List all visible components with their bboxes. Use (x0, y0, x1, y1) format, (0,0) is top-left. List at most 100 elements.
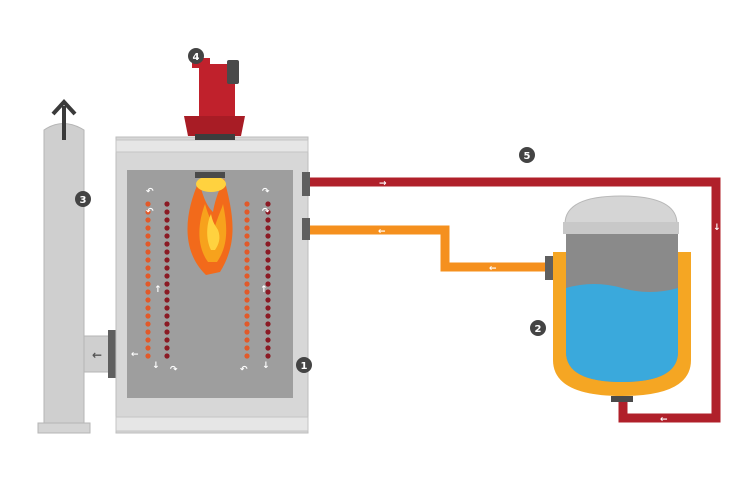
rotation-arrow-icon: ↶ (146, 207, 154, 217)
coil-dot (265, 209, 271, 215)
coil-dot (265, 273, 271, 279)
coil-dot (244, 337, 250, 343)
coil-dot (244, 201, 250, 207)
coil-dot (265, 225, 271, 231)
coil-dot (164, 249, 170, 255)
coil-dot (164, 281, 170, 287)
coil-dot (145, 321, 151, 327)
coil-dot (265, 345, 271, 351)
coil-dot (265, 337, 271, 343)
heater-flow-arrows: ↶ ↶ ↷ ↷ ↑ ↑ ← ↓ ↷ ↶ ↓ (131, 187, 270, 375)
coil-dot (244, 289, 250, 295)
coil-dot (244, 313, 250, 319)
coil-dot (164, 257, 170, 263)
coil-dot (265, 329, 271, 335)
exhaust-up-arrow-icon (51, 99, 77, 140)
coil-dot (145, 217, 151, 223)
oil-return-pipe: ← ← (310, 225, 553, 280)
coil-dot (265, 313, 271, 319)
badge-supply-pipe: 5 (519, 147, 535, 163)
coil-dot (164, 329, 170, 335)
coil-dot (145, 225, 151, 231)
flow-right-arrow-icon: → (379, 179, 387, 189)
coil-dot (145, 345, 151, 351)
coil-dot (265, 353, 271, 359)
flow-up-arrow-icon: ↑ (260, 285, 268, 295)
heater-cabinet (115, 136, 310, 434)
coil-dot (145, 337, 151, 343)
coil-dot (164, 265, 170, 271)
coil-dot (164, 233, 170, 239)
coil-dot (244, 305, 250, 311)
svg-text:4: 4 (193, 52, 200, 63)
coil-dot (145, 281, 151, 287)
coil-dot (145, 305, 151, 311)
flow-left-arrow-icon: ← (489, 264, 497, 274)
coil-dot (164, 201, 170, 207)
coil-dot (244, 281, 250, 287)
badge-heater: 1 (296, 357, 312, 373)
coil-dot (265, 233, 271, 239)
coil-dot (244, 233, 250, 239)
coil-dot (145, 249, 151, 255)
coil-dot (164, 313, 170, 319)
coil-dot (244, 241, 250, 247)
coil-dot (265, 217, 271, 223)
flow-down-arrow-icon: ↓ (152, 361, 160, 371)
coil-dot (244, 217, 250, 223)
coil-dot (145, 201, 151, 207)
flow-left-arrow-icon: ← (131, 350, 139, 360)
heating-coil (145, 201, 271, 359)
rotation-arrow-icon: ↷ (262, 207, 270, 217)
coil-dot (244, 321, 250, 327)
coil-dot (265, 305, 271, 311)
coil-dot (145, 233, 151, 239)
coil-dot (145, 209, 151, 215)
coil-dot (244, 249, 250, 255)
badge-burner: 4 (188, 48, 204, 64)
coil-dot (265, 297, 271, 303)
coil-dot (265, 257, 271, 263)
coil-dot (145, 257, 151, 263)
coil-dot (164, 217, 170, 223)
coil-dot (145, 273, 151, 279)
coil-dot (244, 273, 250, 279)
flow-down-arrow-icon: ↓ (262, 361, 270, 371)
coil-dot (145, 313, 151, 319)
coil-dot (244, 345, 250, 351)
coil-dot (244, 353, 250, 359)
svg-text:2: 2 (535, 324, 542, 335)
coil-dot (244, 225, 250, 231)
coil-dot (265, 201, 271, 207)
coil-dot (164, 337, 170, 343)
coil-dot (265, 321, 271, 327)
coil-dot (265, 289, 271, 295)
flow-up-arrow-icon: ↑ (154, 285, 162, 295)
chimney: ← (37, 99, 116, 434)
rotation-arrow-icon: ↷ (170, 365, 178, 375)
coil-dot (164, 297, 170, 303)
coil-dot (164, 241, 170, 247)
svg-text:1: 1 (301, 361, 308, 372)
coil-dot (265, 265, 271, 271)
hot-oil-supply-pipe: → ↓ ← (310, 177, 721, 425)
coil-dot (145, 353, 151, 359)
coil-dot (265, 249, 271, 255)
coil-dot (164, 289, 170, 295)
svg-text:3: 3 (80, 195, 87, 206)
coil-dot (145, 297, 151, 303)
coil-dot (244, 209, 250, 215)
badge-tank: 2 (530, 320, 546, 336)
coil-dot (145, 329, 151, 335)
coil-dot (164, 321, 170, 327)
coil-dot (164, 345, 170, 351)
flame-icon (187, 176, 233, 275)
flue-gas-arrow-left-icon: ← (92, 348, 102, 362)
flow-down-arrow-icon: ↓ (713, 223, 721, 233)
coil-dot (145, 265, 151, 271)
flow-left-arrow-icon: ← (378, 227, 386, 237)
rotation-arrow-icon: ↷ (262, 187, 270, 197)
coil-dot (265, 241, 271, 247)
coil-dot (244, 297, 250, 303)
